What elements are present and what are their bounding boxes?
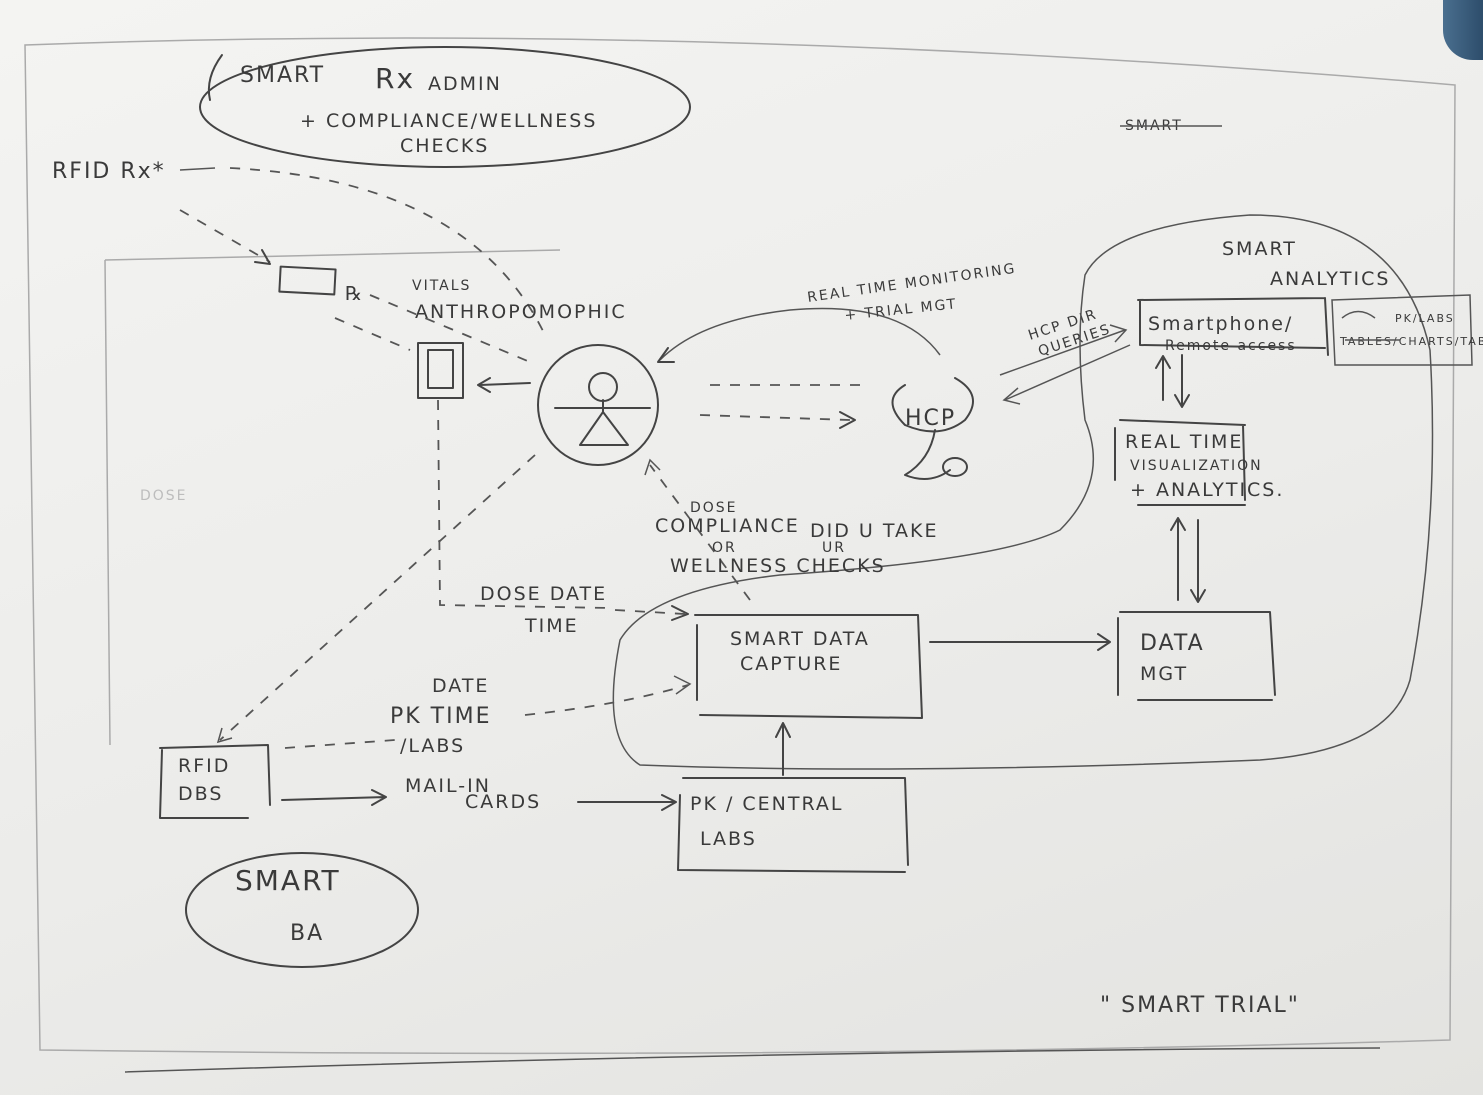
analytics-title-line1: SMART xyxy=(1222,238,1297,260)
rfid-rx-label: RFID Rx* xyxy=(52,159,166,184)
tables-side-label: TABLES/CHARTS/TAB xyxy=(1339,335,1483,348)
dose-date-line2: TIME xyxy=(524,615,579,637)
rfid-dbs-line2: DBS xyxy=(178,783,223,805)
dose-line3: OR xyxy=(712,540,737,556)
phone-to-person-arrow xyxy=(480,383,530,385)
realtime-line1: REAL TIME MONITORING xyxy=(806,261,1017,306)
pk-labs-side-label: PK/LABS xyxy=(1395,312,1455,325)
frame-bottom-line xyxy=(125,1048,1380,1072)
dose-line2: COMPLIANCE xyxy=(655,515,800,537)
admin-checks-label: CHECKS xyxy=(400,135,489,157)
dbs-to-mail-arrow xyxy=(282,790,386,805)
rtv-line1: REAL TIME xyxy=(1125,431,1243,453)
rtv-mgt-up-arrow xyxy=(1171,518,1185,600)
dose-line4: WELLNESS CHECKS xyxy=(670,555,886,577)
device-rx-mark: ℞ xyxy=(345,283,364,305)
pk-central-line2: LABS xyxy=(700,828,757,850)
analytics-title-line2: ANALYTICS xyxy=(1270,268,1390,290)
pk-date-line2: PK TIME xyxy=(390,704,492,729)
data-mgt-box xyxy=(1118,612,1275,700)
rtv-line2: VISUALIZATION xyxy=(1130,458,1263,474)
dose-line2b: DID U TAKE xyxy=(810,520,938,542)
person-to-hcp-arrow xyxy=(700,415,850,420)
data-mgt-line2: MGT xyxy=(1140,663,1188,685)
admin-compliance-label: + COMPLIANCE/WELLNESS xyxy=(300,110,597,132)
rtv-line3: + ANALYTICS. xyxy=(1130,479,1284,501)
anthropomorphic-label: ANTHROPOMOPHIC xyxy=(415,301,627,323)
phone-to-hcp-arrow xyxy=(1005,345,1130,400)
phone-to-dose-line xyxy=(438,400,610,608)
admin-word-label: ADMIN xyxy=(428,73,502,95)
side-tab-box xyxy=(1332,295,1472,365)
hcp-queries-arrowhead-right xyxy=(1110,325,1126,342)
dose-line3b: UR xyxy=(822,540,846,556)
dose-line1: DOSE xyxy=(690,500,738,516)
patient-head xyxy=(589,373,617,401)
smart-trial-label: " SMART TRIAL" xyxy=(1100,993,1300,1018)
pk-to-capture-arrow xyxy=(525,685,688,715)
capture-to-mgt-arrow xyxy=(930,634,1110,650)
faint-dose-label: DOSE xyxy=(140,488,188,504)
phone-outer xyxy=(418,343,463,398)
pk-date-line1: DATE xyxy=(432,675,489,697)
dose-date-line1: DOSE DATE xyxy=(480,583,607,605)
hcp-label: HCP xyxy=(905,406,956,431)
pk-to-capture-up-arrow xyxy=(776,723,790,775)
vitals-label: VITALS xyxy=(412,278,471,294)
phone-rtv-down-arrow xyxy=(1175,355,1189,407)
pk-to-capture-arrowhead xyxy=(674,676,690,694)
dbs-to-pk-line xyxy=(285,740,395,748)
to-phone-arrow xyxy=(335,318,410,350)
hcp-stethoscope-bell xyxy=(943,458,967,476)
smartphone-label-line1: Smartphone/ xyxy=(1148,313,1293,335)
pk-central-line1: PK / CENTRAL xyxy=(690,793,844,815)
realtime-line2: + TRIAL MGT xyxy=(844,296,958,324)
phone-inner xyxy=(428,350,453,388)
patient-circle xyxy=(538,345,658,465)
admin-rx-label: Rx xyxy=(375,62,415,95)
wearable-device-rect xyxy=(279,267,335,295)
admin-smart-label: SMART xyxy=(240,63,325,88)
mail-in-line2: CARDS xyxy=(465,791,541,813)
smart-capture-line1: SMART DATA xyxy=(730,628,870,650)
data-mgt-line1: DATA xyxy=(1140,631,1205,656)
mail-to-pk-arrow xyxy=(578,795,676,810)
side-tab-squiggle xyxy=(1342,312,1375,319)
rfid-rx-line xyxy=(180,168,215,170)
rfid-to-device-arrow xyxy=(180,210,270,262)
rtv-mgt-down-arrow xyxy=(1191,520,1205,602)
admin-ellipse-tail xyxy=(209,55,222,100)
smart-ba-line2: BA xyxy=(290,921,324,946)
phone-rtv-up-arrow xyxy=(1156,356,1170,400)
patient-body xyxy=(555,400,650,445)
hcp-queries-arrowhead-left xyxy=(1004,388,1020,404)
smartphone-label-line2: Remote access xyxy=(1165,338,1297,354)
pk-date-line3: /LABS xyxy=(400,735,465,757)
page-frame xyxy=(25,38,1455,1053)
smart-capture-line2: CAPTURE xyxy=(740,653,842,675)
smart-ba-line1: SMART xyxy=(235,864,341,897)
rfid-dbs-line1: RFID xyxy=(178,755,230,777)
